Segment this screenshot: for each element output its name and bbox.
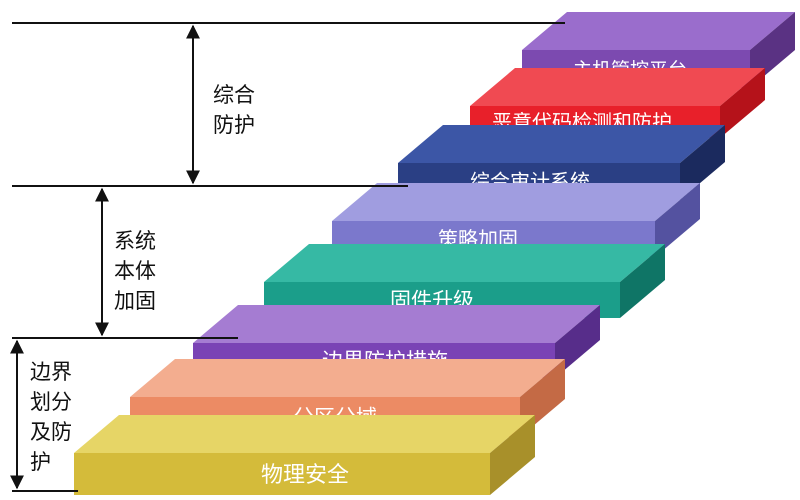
step-side-face bbox=[490, 415, 535, 495]
step-top-face bbox=[398, 125, 725, 163]
step-top-face bbox=[130, 359, 565, 397]
step-side-face bbox=[555, 305, 600, 378]
step-label: 物理安全 bbox=[261, 463, 349, 488]
step-side-face bbox=[655, 183, 700, 257]
step-top-face bbox=[193, 305, 600, 343]
step-top-face bbox=[74, 415, 535, 453]
group-label-boundary: 边界 划分 及防 护 bbox=[30, 360, 72, 474]
step-top-face bbox=[522, 12, 795, 50]
step-0: 物理安全 bbox=[74, 415, 535, 495]
step-side-face bbox=[680, 125, 725, 200]
group-label-comprehensive: 综合 防护 bbox=[213, 83, 255, 137]
step-side-face bbox=[720, 68, 765, 138]
step-front-face bbox=[74, 453, 490, 495]
step-top-face bbox=[332, 183, 700, 221]
step-top-face bbox=[470, 68, 765, 106]
divider-lines bbox=[12, 22, 565, 492]
steps-layer: 主机管控平台恶意代码检测和防护综合审计系统策略加固固件升级边界防护措施分区分域物… bbox=[74, 12, 795, 495]
group-label-system: 系统 本体 加固 bbox=[114, 229, 156, 313]
dimension-arrows bbox=[10, 24, 200, 490]
step-top-face bbox=[264, 244, 665, 282]
step-side-face bbox=[620, 244, 665, 318]
